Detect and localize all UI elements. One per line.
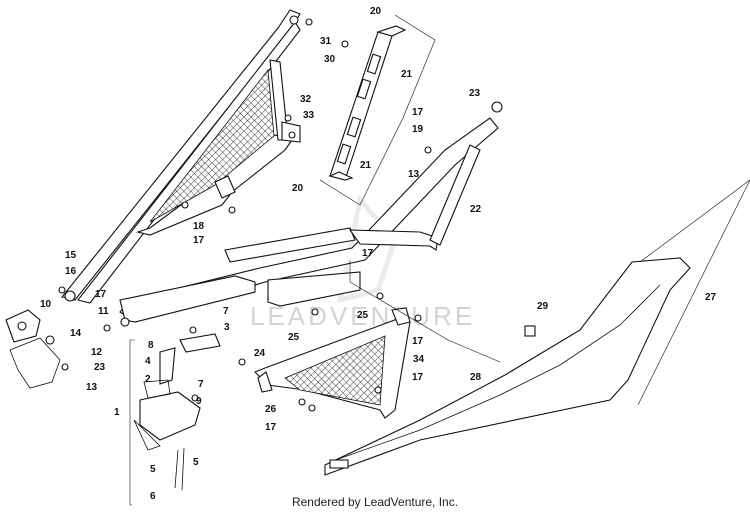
bracket-1 [129,339,135,506]
callout-23: 23 [469,88,481,99]
callout-15: 15 [65,250,77,261]
callout-7: 7 [223,306,229,317]
callout-27: 27 [705,292,717,303]
callout-17: 17 [362,248,374,259]
callout-24: 24 [254,348,266,359]
callout-17: 17 [412,107,424,118]
callout-5: 5 [150,464,156,475]
callout-4: 4 [145,356,151,367]
callout-14: 14 [70,328,82,339]
door-panel [324,257,691,476]
window-panel [328,25,407,181]
callout-25: 25 [357,310,369,321]
callout-26: 26 [265,404,277,415]
callout-5: 5 [193,457,199,468]
callout-29: 29 [537,301,549,312]
callout-17: 17 [95,289,107,300]
bracket-19 [319,14,436,206]
callout-17: 17 [412,372,424,383]
callout-8: 8 [148,340,154,351]
callout-13: 13 [408,169,420,180]
upper-door-frame [61,9,301,304]
callout-28: 28 [470,372,482,383]
leader-17c [349,260,501,363]
callout-33: 33 [303,110,315,121]
callout-17: 17 [193,235,205,246]
footer-credit: Rendered by LeadVenture, Inc. [291,495,459,509]
callout-12: 12 [91,347,103,358]
callout-16: 16 [65,266,77,277]
callout-3: 3 [224,322,230,333]
callout-23: 23 [94,362,106,373]
callout-10: 10 [40,299,52,310]
callout-18: 18 [193,221,205,232]
callout-25: 25 [288,332,300,343]
callouts: 1 2 3 4 5 5 6 7 7 8 9 10 11 12 13 13 14 … [40,6,717,502]
callout-20: 20 [370,6,382,17]
callout-30: 30 [324,54,336,65]
callout-13: 13 [86,382,98,393]
callout-34: 34 [413,354,425,365]
callout-6: 6 [150,491,156,502]
callout-1: 1 [114,407,120,418]
hardware [58,18,432,412]
callout-17: 17 [412,336,424,347]
callout-11: 11 [98,306,109,317]
watermark-text: LEADVENTURE [250,301,475,331]
callout-22: 22 [470,204,482,215]
main-tube-frame [119,101,503,327]
lower-door-frame [254,307,411,419]
latch-assembly [5,309,221,491]
callout-17: 17 [265,422,277,433]
bracket-27 [637,179,750,406]
callout-9: 9 [196,396,202,407]
callout-21: 21 [401,69,413,80]
callout-31: 31 [320,36,332,47]
callout-7: 7 [198,379,204,390]
callout-19: 19 [412,124,424,135]
callout-20: 20 [292,183,304,194]
callout-21: 21 [360,160,372,171]
callout-2: 2 [145,374,151,385]
callout-32: 32 [300,94,312,105]
